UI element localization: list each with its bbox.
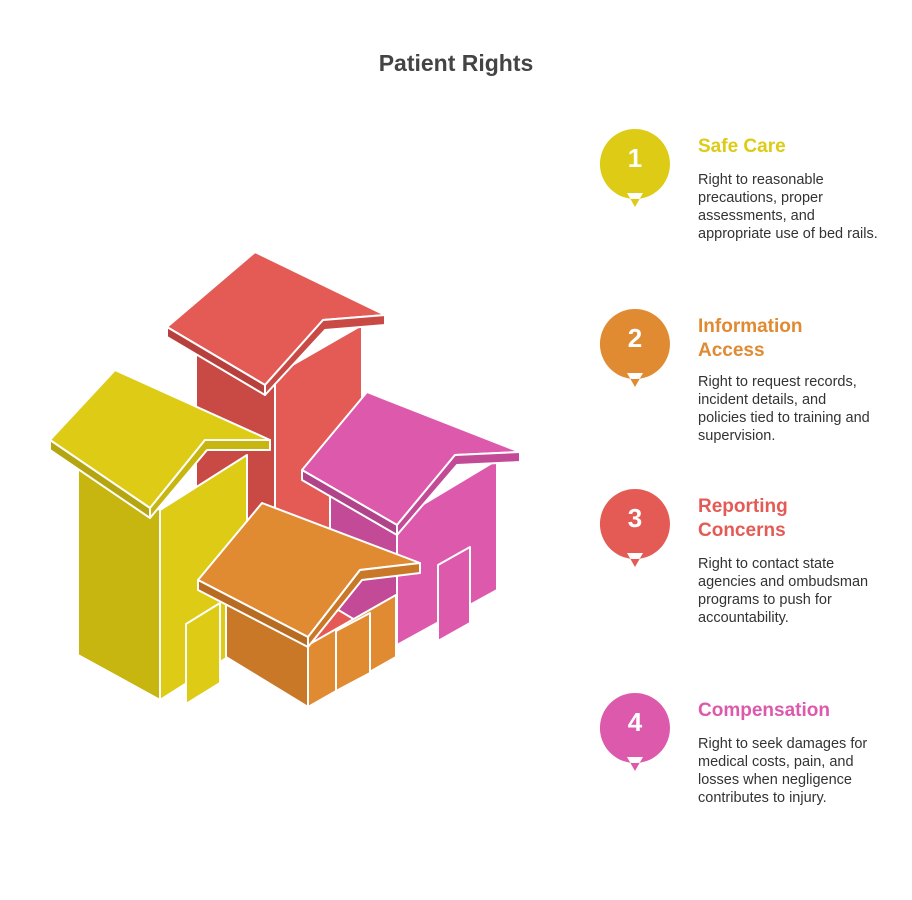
page-title: Patient Rights — [378, 50, 534, 76]
number-marker: 4 — [598, 691, 672, 777]
item-title: Safe Care — [698, 136, 786, 157]
right-item-safe-care: 1 Safe Care Right to reasonable precauti… — [598, 127, 898, 277]
right-item-reporting-concerns: 3 Reporting Concerns Right to contact st… — [598, 487, 898, 637]
houses-icon — [49, 251, 521, 708]
number-marker: 2 — [598, 307, 672, 393]
item-title: Compensation — [698, 700, 830, 721]
item-description: Right to request records, incident detai… — [698, 374, 870, 444]
item-title: Reporting Concerns — [698, 496, 788, 541]
pink-house — [301, 391, 521, 646]
right-item-compensation: 4 Compensation Right to seek damages for… — [598, 691, 898, 841]
item-description: Right to seek damages for medical costs,… — [698, 736, 868, 806]
number-marker: 3 — [598, 487, 672, 573]
number-marker: 1 — [598, 127, 672, 213]
item-description: Right to reasonable precautions, proper … — [698, 172, 878, 242]
item-description: Right to contact state agencies and ombu… — [698, 556, 869, 626]
right-item-information-access: 2 Information Access Right to request re… — [598, 307, 898, 457]
orange-house — [197, 502, 421, 708]
houses-illustration — [40, 245, 540, 715]
item-title: Information Access — [698, 316, 803, 361]
